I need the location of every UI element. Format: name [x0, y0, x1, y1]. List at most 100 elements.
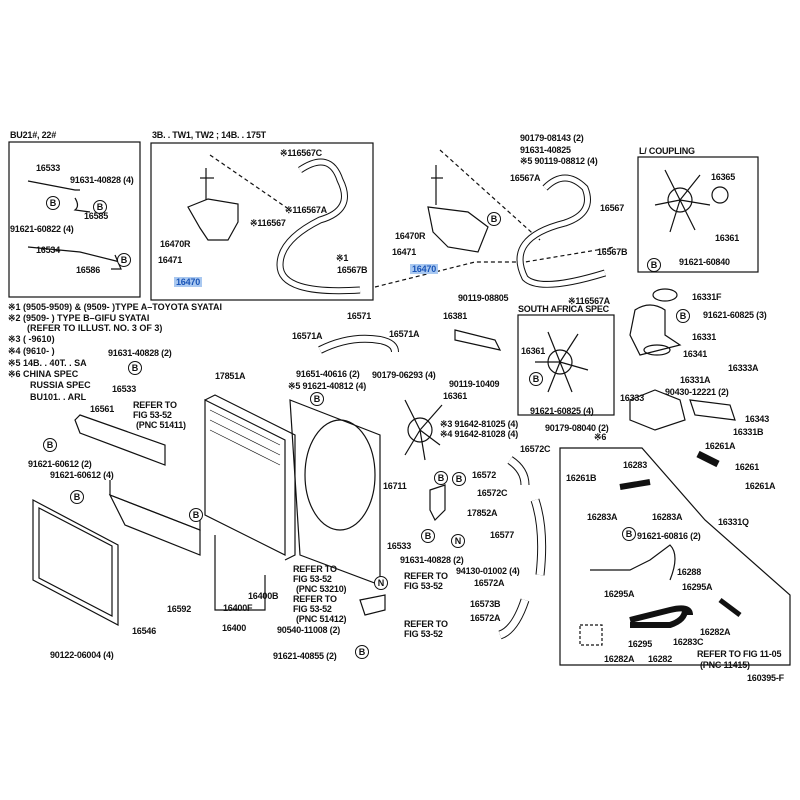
callout-b-marker: B	[117, 253, 131, 267]
part-label: 16261A	[745, 481, 776, 491]
part-label: 16361	[521, 346, 546, 356]
part-label: 90119-08805	[458, 293, 509, 303]
part-label: ※116567	[250, 218, 286, 228]
callout-b-marker: B	[421, 529, 435, 543]
part-label: 90430-12221 (2)	[665, 387, 729, 397]
part-label: 16333	[620, 393, 645, 403]
part-label: 16283A	[652, 512, 683, 522]
highlighted-part-number[interactable]: 16470	[174, 277, 203, 287]
part-label: ※3 91642-81025 (4)	[440, 419, 518, 429]
callout-b-marker: B	[529, 372, 543, 386]
callout-b-marker: B	[189, 508, 203, 522]
part-label: 16361	[443, 391, 468, 401]
footnote: ※2 (9509- ) TYPE B–GIFU SYATAI	[8, 313, 150, 323]
part-label: 16546	[132, 626, 157, 636]
part-label: 16534	[36, 245, 61, 255]
part-label: ※5 90119-08812 (4)	[520, 156, 598, 166]
part-label: 91651-40616 (2)	[296, 369, 360, 379]
part-label: 91621-60822 (4)	[10, 224, 74, 234]
part-label: FIG 53-52	[404, 581, 443, 591]
part-label: 16295A	[682, 582, 713, 592]
part-label: 91621-60825 (3)	[703, 310, 767, 320]
part-label: 16567A	[510, 173, 541, 183]
part-label: (PNC 53210)	[296, 584, 347, 594]
part-label: ※116567A	[568, 296, 610, 306]
part-label: 16572C	[520, 444, 551, 454]
south-africa-box	[517, 314, 615, 416]
part-label: 16572C	[477, 488, 508, 498]
part-label: 16567B	[337, 265, 368, 275]
part-label: 91631-40825	[520, 145, 571, 155]
bu21-box	[8, 141, 141, 298]
part-label: 16282A	[604, 654, 635, 664]
part-label: 16331A	[680, 375, 711, 385]
part-label: REFER TO FIG 11-05	[697, 649, 782, 659]
footnote: BU101. . ARL	[30, 392, 87, 402]
coupling-box	[637, 156, 759, 273]
section-title-type3b: 3B. . TW1, TW2 ; 14B. . 175T	[152, 130, 266, 140]
type3b-box	[150, 142, 374, 301]
part-label: ※5 91621-40812 (4)	[288, 381, 366, 391]
footnote: ※3 ( -9610)	[8, 334, 55, 344]
highlighted-part-number[interactable]: 16470	[410, 264, 439, 274]
part-label: FIG 53-52	[404, 629, 443, 639]
part-label: 16711	[383, 481, 407, 491]
callout-n-marker: N	[451, 534, 465, 548]
part-label: 16533	[387, 541, 412, 551]
part-label: ※116567A	[285, 205, 327, 215]
callout-b-marker: B	[676, 309, 690, 323]
spec6-box	[559, 447, 791, 666]
part-label: 16586	[76, 265, 101, 275]
part-label: 16470R	[160, 239, 191, 249]
part-label: 16400	[222, 623, 247, 633]
callout-b-marker: B	[128, 361, 142, 375]
footnote: ※6 CHINA SPEC	[8, 369, 79, 379]
part-label: 16331F	[692, 292, 722, 302]
part-label: 16572	[472, 470, 497, 480]
part-label: 16333A	[728, 363, 759, 373]
part-label: 90122-06004 (4)	[50, 650, 114, 660]
part-label: FIG 53-52	[293, 574, 332, 584]
part-label: (PNC 51412)	[296, 614, 347, 624]
part-label: (PNC 11415)	[700, 660, 750, 670]
part-label: 90119-10409	[449, 379, 500, 389]
part-label: ※1	[336, 253, 349, 263]
section-title-coupling: L/ COUPLING	[639, 146, 695, 156]
callout-b-marker: B	[43, 438, 57, 452]
part-label: 90179-08040 (2)	[545, 423, 609, 433]
part-label: 91621-40855 (2)	[273, 651, 337, 661]
part-label: 16400B	[248, 591, 279, 601]
part-label: 91621-60612 (2)	[28, 459, 92, 469]
part-label: 16261B	[566, 473, 597, 483]
part-label: 16331B	[733, 427, 764, 437]
part-label: REFER TO	[404, 619, 448, 629]
part-label: 16471	[392, 247, 417, 257]
part-label: 16282A	[700, 627, 731, 637]
part-label: 16585	[84, 211, 109, 221]
part-label: 16572A	[474, 578, 505, 588]
section-title-spec6: ※6	[594, 432, 607, 442]
callout-b-marker: B	[70, 490, 84, 504]
callout-b-marker: B	[452, 472, 466, 486]
section-title-south-africa: SOUTH AFRICA SPEC	[518, 304, 609, 314]
part-label: 91621-60816 (2)	[637, 531, 701, 541]
part-label: 16261	[735, 462, 760, 472]
callout-b-marker: B	[487, 212, 501, 226]
part-label: 90179-06293 (4)	[372, 370, 436, 380]
callout-b-marker: B	[647, 258, 661, 272]
part-label: 16470R	[395, 231, 426, 241]
part-label: REFER TO	[293, 594, 337, 604]
footnote: RUSSIA SPEC	[30, 380, 91, 390]
footnote: ※4 (9610- )	[8, 346, 55, 356]
part-label: 90179-08143 (2)	[520, 133, 584, 143]
part-label: 91631-40828 (4)	[70, 175, 134, 185]
part-label: 91631-40828 (2)	[108, 348, 172, 358]
footnote: (REFER TO ILLUST. NO. 3 OF 3)	[27, 323, 163, 333]
callout-b-marker: B	[310, 392, 324, 406]
part-label: 16567	[600, 203, 625, 213]
part-label: REFER TO	[404, 571, 448, 581]
callout-b-marker: B	[46, 196, 60, 210]
callout-n-marker: N	[374, 576, 388, 590]
